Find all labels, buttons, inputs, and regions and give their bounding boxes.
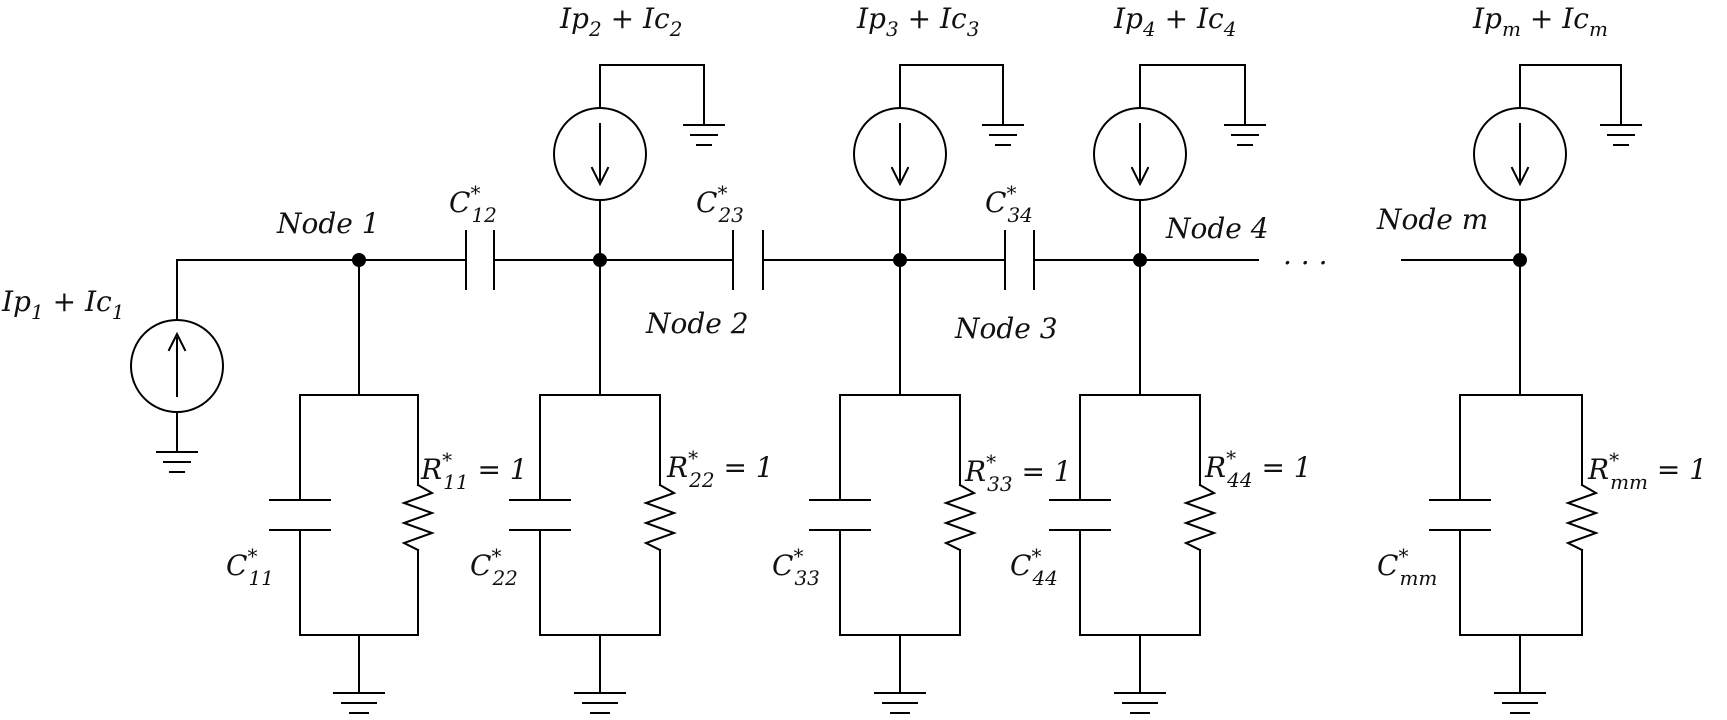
ellipsis: . . . xyxy=(1283,238,1328,271)
resistor-zigzag xyxy=(643,483,677,552)
ground-icon xyxy=(156,451,198,473)
source-3-label: Ip3 + Ic3 xyxy=(856,2,979,41)
coupling-capacitor-c34 xyxy=(1004,230,1035,290)
resistor-zigzag xyxy=(1565,483,1599,552)
coupling-capacitor-c23 xyxy=(732,230,764,290)
node-1-label: Node 1 xyxy=(276,207,380,240)
resistor-zigzag xyxy=(943,483,977,552)
arrow-down-icon xyxy=(1130,166,1150,187)
source-m-label: Ipm + Icm xyxy=(1472,2,1608,41)
shunt-branch-3 xyxy=(809,259,977,714)
shunt-capacitor-c11-label: C*11 xyxy=(226,544,274,590)
coupling-capacitor-c23-label: C*23 xyxy=(696,181,744,227)
shunt-capacitor-c44-label: C*44 xyxy=(1010,544,1058,590)
shunt-resistor-r11-label: R*11 = 1 xyxy=(420,448,528,494)
shunt-resistor-r44-label: R*44 = 1 xyxy=(1204,446,1312,492)
ground-icon xyxy=(683,124,725,146)
shunt-capacitor-cmm-label: C*mm xyxy=(1377,544,1437,590)
current-source-4 xyxy=(1093,64,1266,261)
current-source-3 xyxy=(853,64,1024,261)
current-source-1 xyxy=(130,259,224,473)
shunt-branch-2 xyxy=(509,259,677,714)
current-source-m xyxy=(1473,64,1642,261)
shunt-resistor-r22-label: R*22 = 1 xyxy=(666,446,774,492)
node-m-label: Node m xyxy=(1376,203,1488,236)
shunt-capacitor-c22-label: C*22 xyxy=(470,544,518,590)
arrow-down-icon xyxy=(1510,166,1530,187)
arrow-down-icon xyxy=(590,166,610,187)
resistor-zigzag xyxy=(1183,483,1217,552)
coupling-capacitor-c34-label: C*34 xyxy=(985,181,1033,227)
source-4-label: Ip4 + Ic4 xyxy=(1113,2,1236,41)
shunt-branch-1 xyxy=(269,259,435,714)
node-2-label: Node 2 xyxy=(645,307,749,340)
arrow-up-icon xyxy=(167,331,187,352)
shunt-resistor-rmm-label: R*mm = 1 xyxy=(1587,448,1707,494)
node-4-label: Node 4 xyxy=(1165,212,1269,245)
ground-icon xyxy=(1494,692,1546,714)
ground-icon xyxy=(982,124,1024,146)
coupling-capacitor-c12 xyxy=(465,230,495,290)
shunt-resistor-r33-label: R*33 = 1 xyxy=(964,450,1072,496)
ground-icon xyxy=(1224,124,1266,146)
ground-icon xyxy=(1114,692,1166,714)
current-source-2 xyxy=(553,64,725,261)
node-3-label: Node 3 xyxy=(954,312,1058,345)
ground-icon xyxy=(874,692,926,714)
ground-icon xyxy=(574,692,626,714)
resistor-zigzag xyxy=(401,483,435,552)
arrow-down-icon xyxy=(890,166,910,187)
shunt-capacitor-c33-label: C*33 xyxy=(772,544,820,590)
ground-icon xyxy=(1600,124,1642,146)
source-2-label: Ip2 + Ic2 xyxy=(559,2,682,41)
coupling-capacitor-c12-label: C*12 xyxy=(449,181,497,227)
ground-icon xyxy=(333,692,385,714)
source-1-label: Ip1 + Ic1 xyxy=(1,285,124,324)
shunt-branch-m xyxy=(1429,259,1599,714)
shunt-branch-4 xyxy=(1049,259,1217,714)
